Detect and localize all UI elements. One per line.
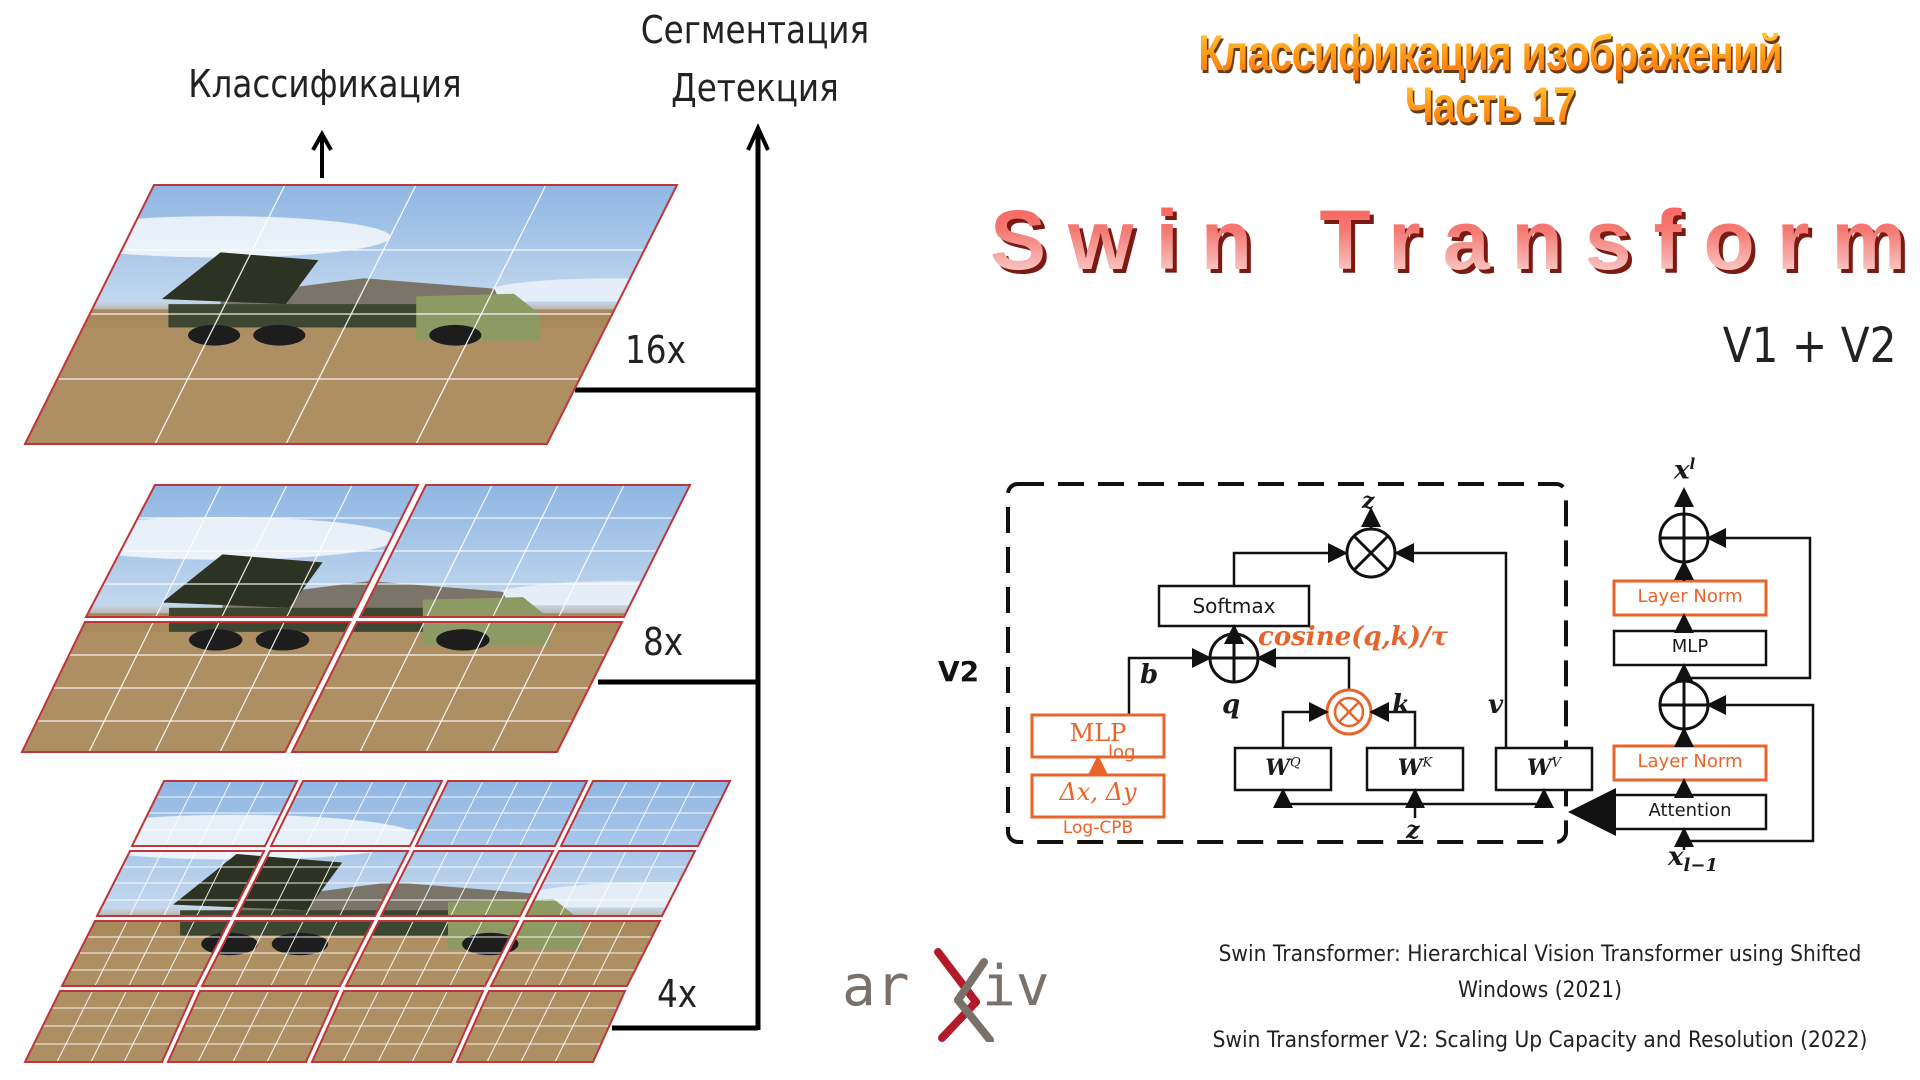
wk-sup: K <box>1422 755 1433 771</box>
citation-v1-line2: Windows (2021) <box>1457 978 1623 1003</box>
segmentation-label: Сегментация <box>640 8 870 52</box>
arxiv-text-right: iv <box>982 954 1050 1019</box>
v-label: v <box>1488 690 1504 720</box>
arxiv-text-left: ar <box>842 954 910 1019</box>
wv-sup: V <box>1551 755 1562 771</box>
log-label: log <box>1108 742 1136 763</box>
wq-box-label: WQ <box>1235 755 1331 781</box>
z-output-label: z <box>1362 488 1375 514</box>
classification-arrow-icon <box>311 129 333 178</box>
wv-box-label: WV <box>1496 755 1592 781</box>
main-title: Swin Transformer <box>990 192 1920 289</box>
level-8x-patches <box>20 484 692 753</box>
b-label: b <box>1140 660 1159 690</box>
x-out-sup: l <box>1689 455 1696 473</box>
feature-pyramid-connector <box>575 123 770 1031</box>
citation-v2: Swin Transformer V2: Scaling Up Capacity… <box>1212 1028 1868 1053</box>
transformer-block <box>1568 487 1815 850</box>
layer-norm-top-label: Layer Norm <box>1637 586 1743 607</box>
x-out-base: x <box>1674 455 1690 486</box>
cosine-label: cosine(q,k)/τ <box>1258 622 1448 652</box>
detection-label: Детекция <box>671 66 839 110</box>
block-mlp-label: MLP <box>1671 636 1709 657</box>
level-16x-patches <box>23 184 679 445</box>
series-title: Классификация изображений <box>1137 24 1842 82</box>
scale-label-4x: 4x <box>657 972 698 1016</box>
z-input-label: z <box>1406 815 1420 844</box>
classification-label: Классификация <box>188 62 462 106</box>
cpb-mlp-label: MLP <box>1069 719 1127 747</box>
citation-v1-line1: Swin Transformer: Hierarchical Vision Tr… <box>1218 942 1862 967</box>
log-cpb-label: Log-CPB <box>1062 818 1134 838</box>
wq-sup: Q <box>1290 755 1301 771</box>
layer-norm-bottom-label: Layer Norm <box>1637 751 1743 772</box>
x-out-label: xl <box>1674 455 1695 486</box>
wq-base: W <box>1265 755 1291 781</box>
series-part: Часть 17 <box>1137 76 1842 134</box>
level-4x-patches <box>23 780 732 1063</box>
version-label: V1 + V2 <box>1722 318 1896 374</box>
wv-base: W <box>1526 755 1552 781</box>
x-in-label: xl−1 <box>1668 842 1718 876</box>
x-in-base: x <box>1668 842 1684 872</box>
x-in-sub: l−1 <box>1683 855 1718 877</box>
wk-box-label: WK <box>1367 755 1463 781</box>
arxiv-x-icon <box>934 948 994 1042</box>
softmax-label: Softmax <box>1192 594 1276 618</box>
attention-label: Attention <box>1648 800 1732 821</box>
swin-v2-attention-diagram <box>1006 482 1815 850</box>
arxiv-logo: ar iv <box>842 940 1052 1042</box>
k-label: k <box>1392 690 1411 720</box>
v2-tag: V2 <box>938 655 980 688</box>
scale-label-8x: 8x <box>643 620 684 664</box>
hierarchy-diagram <box>20 123 770 1063</box>
q-label: q <box>1222 690 1241 720</box>
delta-label: Δx, Δy <box>1059 778 1137 806</box>
scale-label-16x: 16x <box>625 328 686 372</box>
wk-base: W <box>1397 755 1423 781</box>
